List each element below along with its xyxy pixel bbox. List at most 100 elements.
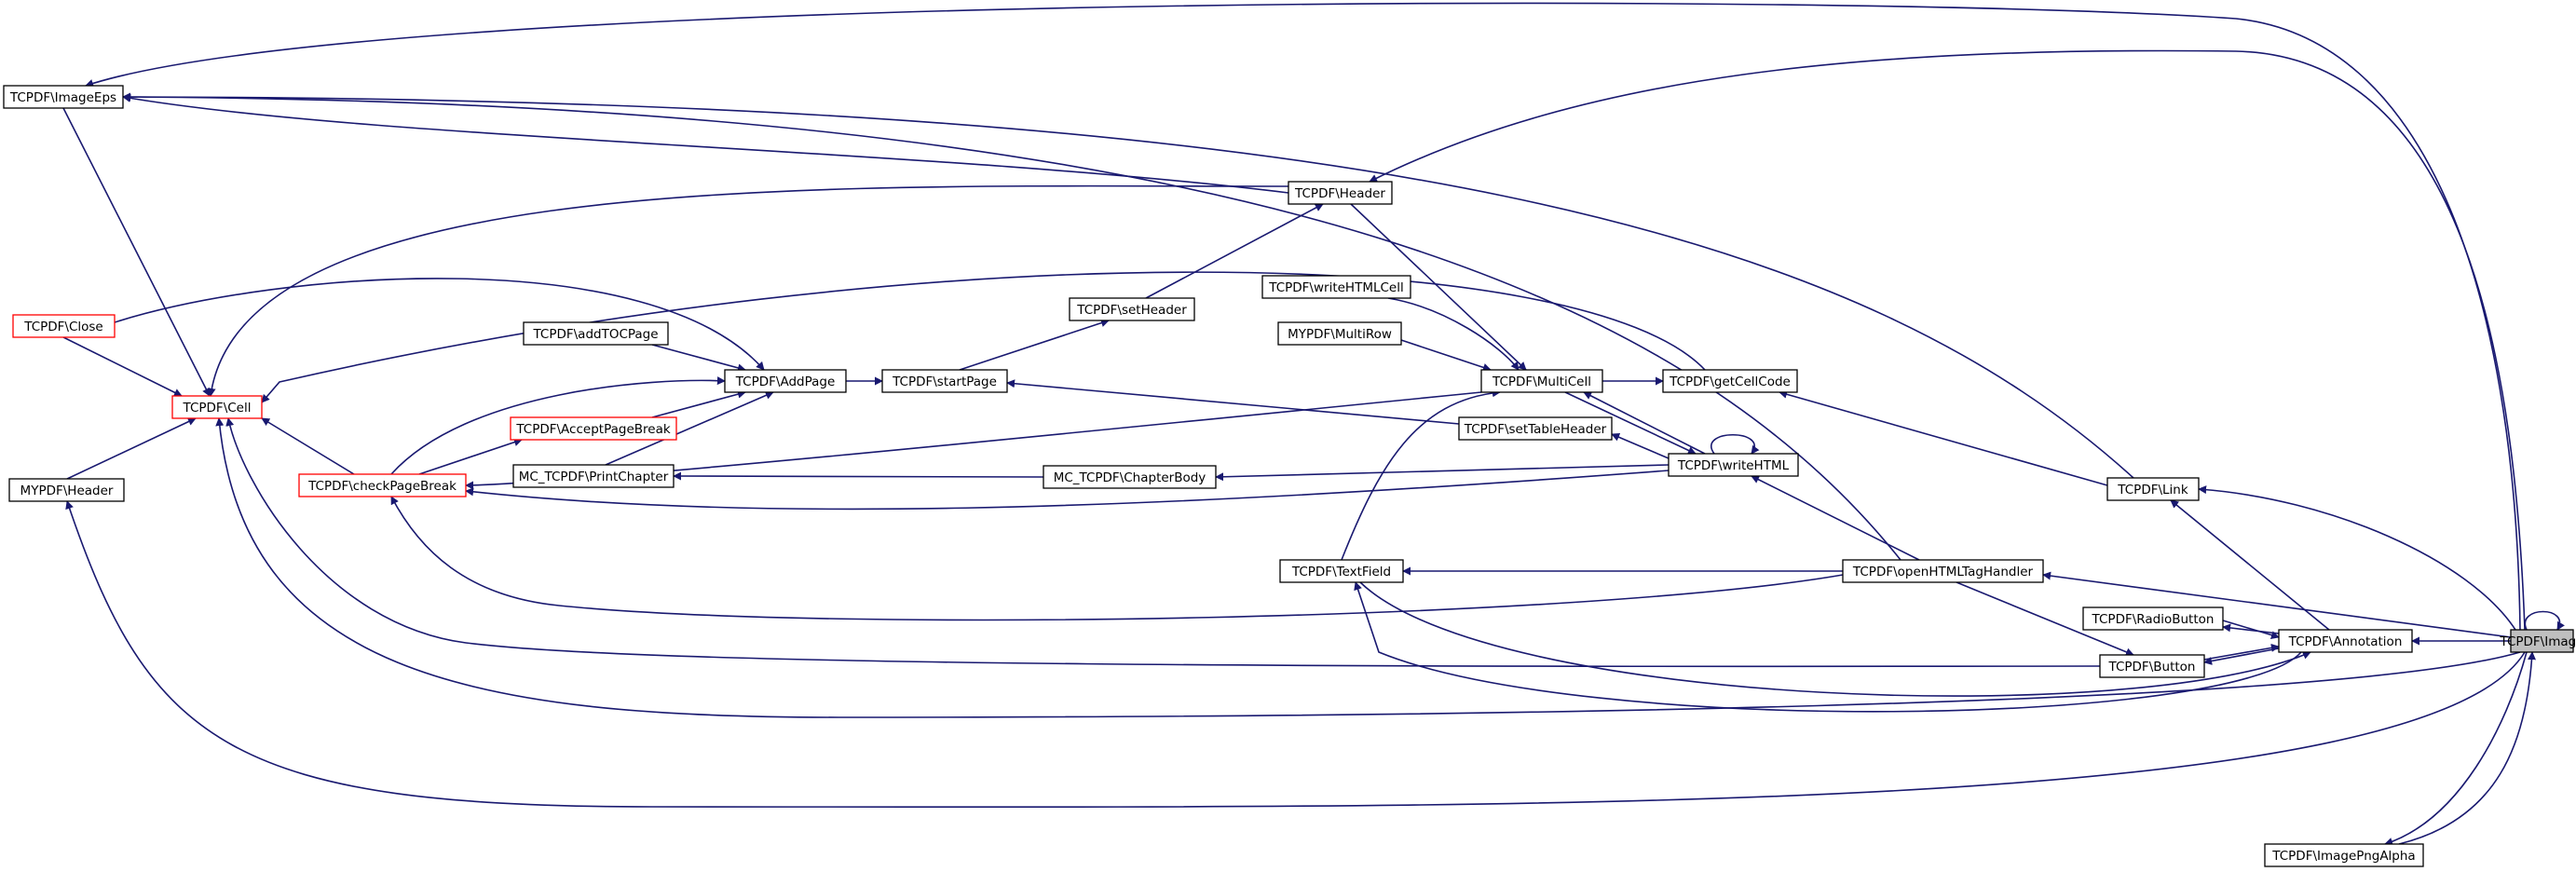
edge-textfield-to-annotation [1359,581,2311,697]
node-box [724,369,847,393]
node-box [171,395,263,419]
edge-image-to-image [2524,610,2565,631]
node-box [1288,181,1393,205]
node-radiobutton[interactable]: TCPDF\RadioButton [2082,606,2224,631]
node-multicell[interactable]: TCPDF\MultiCell [1480,369,1603,393]
edge-button-to-cell [225,417,2101,668]
edge-multirow-to-multicell [1400,339,1492,372]
node-label: MC_TCPDF\PrintChapter [519,470,669,484]
node-addpage[interactable]: TCPDF\AddPage [724,369,847,393]
edge-settableheader-to-startpage [1006,379,1460,425]
edge-writehtml-to-settableheader [1611,433,1670,459]
node-setheader[interactable]: TCPDF\setHeader [1069,297,1195,321]
node-box [1261,275,1411,299]
node-textfield[interactable]: TCPDF\TextField [1279,559,1404,583]
edge-openhtmltaghandler-to-button [1956,581,2134,657]
edge-annotation-to-link [2170,499,2330,631]
node-chapterbody[interactable]: MC_TCPDF\ChapterBody [1043,465,1217,489]
node-label: MYPDF\MultiRow [1288,327,1392,342]
node-link[interactable]: TCPDF\Link [2106,477,2200,501]
edge-image-to-imagepngalpha [2384,651,2528,846]
edge-writehtml-to-chapterbody [1215,464,1670,482]
node-label: TCPDF\setHeader [1076,303,1187,318]
node-acceptpagebreak[interactable]: TCPDF\AcceptPageBreak [510,416,677,441]
node-label: TCPDF\checkPageBreak [307,479,457,494]
node-label: MYPDF\Header [20,484,114,498]
node-mypdfheader[interactable]: MYPDF\Header [8,478,125,502]
node-box [1279,559,1404,583]
node-box [1842,559,2044,583]
edge-annotation-to-textfield [1354,581,2302,713]
node-box [1043,465,1217,489]
edge-addtocpage-to-addpage [651,344,746,373]
edges-layer [62,2,2565,846]
node-label: TCPDF\Link [2117,483,2188,497]
node-box [2106,477,2200,501]
node-image[interactable]: TCPDF\Image [2499,629,2576,653]
edge-checkpagebreak-to-acceptpagebreak [418,438,523,475]
node-label: TCPDF\Button [2108,660,2196,674]
node-multirow[interactable]: MYPDF\MultiRow [1277,321,1402,346]
edge-header-to-imageeps [122,93,1289,194]
node-label: TCPDF\writeHTML [1677,458,1790,473]
edge-image-to-link [2198,485,2516,631]
node-box [1662,369,1798,393]
node-imageeps[interactable]: TCPDF\ImageEps [3,85,124,109]
node-label: TCPDF\RadioButton [2092,612,2215,627]
edge-button-to-annotation [2203,643,2280,661]
node-getcellcode[interactable]: TCPDF\getCellCode [1662,369,1798,393]
edge-imageeps-to-cell [62,107,211,397]
node-box [1480,369,1603,393]
node-label: TCPDF\openHTMLTagHandler [1852,565,2034,579]
node-box [1458,416,1613,441]
node-checkpagebreak[interactable]: TCPDF\checkPageBreak [298,473,467,497]
node-close[interactable]: TCPDF\Close [12,314,116,338]
node-label: TCPDF\ImageEps [9,90,116,105]
node-box [2278,629,2413,653]
node-openhtmltaghandler[interactable]: TCPDF\openHTMLTagHandler [1842,559,2044,583]
node-annotation[interactable]: TCPDF\Annotation [2278,629,2413,653]
node-addtocpage[interactable]: TCPDF\addTOCPage [523,321,669,346]
edge-writehtml-to-checkpagebreak [465,470,1670,511]
node-imagepngalpha[interactable]: TCPDF\ImagePngAlpha [2264,843,2424,867]
node-writehtml[interactable]: TCPDF\writeHTML [1668,453,1799,477]
edge-image-to-cell [215,417,2521,718]
edge-openhtmltaghandler-to-checkpagebreak [390,496,1844,621]
node-label: TCPDF\startPage [892,375,997,389]
node-printchapter[interactable]: MC_TCPDF\PrintChapter [512,464,675,488]
node-label: TCPDF\AddPage [735,375,836,389]
edge-textfield-to-multicell [1341,388,1501,561]
node-box [1277,321,1402,346]
edge-writehtmlcell-to-multicell [1387,297,1520,371]
node-box [2510,629,2574,653]
node-label: TCPDF\AcceptPageBreak [515,422,671,437]
edge-openhtmltaghandler-to-imageeps [122,92,1901,561]
edge-close-to-addpage [114,278,765,371]
node-label: TCPDF\writeHTMLCell [1268,280,1403,295]
edge-setheader-to-header [1145,203,1324,299]
node-box [2082,606,2224,631]
edge-annotation-to-radiobutton [2222,623,2280,634]
node-box [2264,843,2424,867]
node-box [298,473,467,497]
node-label: TCPDF\Image [2499,634,2576,649]
node-startpage[interactable]: TCPDF\startPage [881,369,1008,393]
edge-acceptpagebreak-to-addpage [651,389,746,418]
node-header[interactable]: TCPDF\Header [1288,181,1393,205]
node-label: TCPDF\Annotation [2288,634,2403,649]
node-button[interactable]: TCPDF\Button [2099,654,2205,678]
node-writehtmlcell[interactable]: TCPDF\writeHTMLCell [1261,275,1411,299]
edge-image-to-mypdfheader [65,500,2526,809]
edge-checkpagebreak-to-addpage [390,376,726,475]
node-label: TCPDF\Header [1294,186,1385,201]
edge-chapterbody-to-printchapter [673,471,1044,481]
node-box [523,321,669,346]
node-box [3,85,124,109]
node-box [512,464,675,488]
node-label: TCPDF\MultiCell [1492,375,1591,389]
node-settableheader[interactable]: TCPDF\setTableHeader [1458,416,1613,441]
edge-link-to-getcellcode [1779,389,2108,486]
node-cell[interactable]: TCPDF\Cell [171,395,263,419]
edge-printchapter-to-addpage [605,391,774,466]
